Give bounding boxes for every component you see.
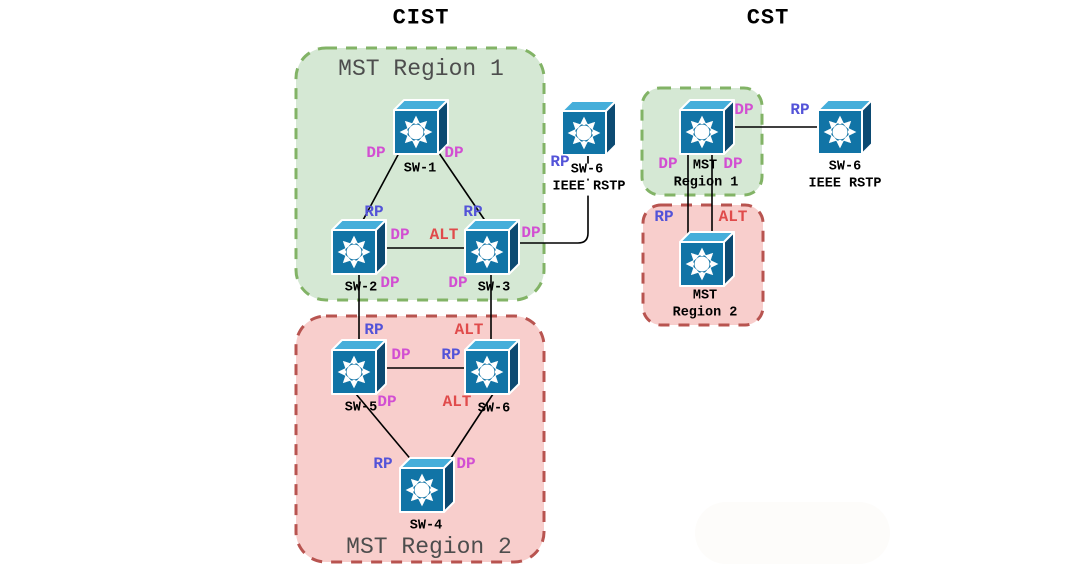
cist-title: CIST: [392, 5, 450, 31]
label-sw6b: SW-6: [477, 401, 511, 417]
watermark: [695, 502, 890, 564]
switch-cst-region1: [678, 99, 736, 155]
port-label-rp-10: RP: [364, 321, 384, 339]
multilayer-switch-icon: [398, 457, 456, 513]
multilayer-switch-icon: [560, 100, 618, 156]
port-label-rp-13: RP: [441, 346, 461, 364]
port-label-rp-2: RP: [364, 203, 384, 221]
port-label-dp-7: DP: [380, 274, 400, 292]
label-sw3: SW-3: [477, 280, 511, 296]
switch-cst-region2: [678, 231, 736, 287]
port-label-dp-21: DP: [723, 155, 743, 173]
port-label-dp-12: DP: [391, 346, 411, 364]
multilayer-switch-icon: [330, 339, 388, 395]
multilayer-switch-icon: [392, 99, 450, 155]
cst-title: CST: [746, 5, 790, 31]
edge-sw1-sw3: [438, 152, 487, 223]
multilayer-switch-icon: [678, 231, 736, 287]
edge-sw3-sw6rstp: [519, 156, 589, 244]
region-label-mst2: MST Region 2: [346, 534, 512, 560]
port-label-rp-19: RP: [790, 101, 810, 119]
switch-cist-sw3: [463, 219, 521, 275]
multilayer-switch-icon: [463, 219, 521, 275]
label-cst-r1-line2: Region 1: [673, 175, 739, 191]
label-sw1: SW-1: [403, 161, 437, 177]
port-label-dp-4: DP: [390, 226, 410, 244]
port-label-dp-17: DP: [456, 455, 476, 473]
switch-cist-sw5: [330, 339, 388, 395]
label-cst-r1-line1: MST: [692, 158, 718, 174]
region-label-mst1: MST Region 1: [338, 56, 504, 82]
port-label-dp-18: DP: [734, 101, 754, 119]
multilayer-switch-icon: [678, 99, 736, 155]
port-label-dp-0: DP: [366, 144, 386, 162]
edge-sw1-sw2: [361, 152, 400, 223]
port-label-dp-14: DP: [377, 393, 397, 411]
switch-cist-sw1: [392, 99, 450, 155]
switch-cst-sw6: [816, 99, 874, 155]
label-cst-r2-line1: MST: [692, 288, 718, 304]
port-label-dp-6: DP: [521, 224, 541, 242]
label-cst-r2-line2: Region 2: [672, 305, 738, 321]
port-label-rp-9: RP: [550, 153, 570, 171]
label-cst-sw6: SW-6: [828, 159, 862, 175]
port-label-alt-15: ALT: [442, 393, 472, 411]
switch-cist-sw4: [398, 457, 456, 513]
switch-cist-sw2: [330, 219, 388, 275]
label-sw5: SW-5: [344, 400, 378, 416]
switch-cist-sw6-rstp: [560, 100, 618, 156]
port-label-rp-3: RP: [463, 203, 483, 221]
port-label-dp-1: DP: [444, 144, 464, 162]
label-sw2: SW-2: [344, 280, 378, 296]
edges-layer: [355, 126, 818, 463]
label-sw4: SW-4: [409, 518, 443, 534]
port-label-dp-20: DP: [658, 155, 678, 173]
multilayer-switch-icon: [816, 99, 874, 155]
edge-sw6b-sw4: [448, 393, 494, 462]
port-label-rp-16: RP: [373, 455, 393, 473]
port-label-alt-11: ALT: [454, 321, 484, 339]
port-label-alt-5: ALT: [429, 226, 459, 244]
edge-sw5-sw4: [355, 393, 414, 463]
multilayer-switch-icon: [330, 219, 388, 275]
port-label-rp-22: RP: [654, 208, 674, 226]
port-label-dp-8: DP: [448, 274, 468, 292]
port-label-alt-23: ALT: [718, 208, 748, 226]
label-cst-sw6-proto: IEEE RSTP: [808, 176, 882, 192]
switch-cist-sw6b: [463, 339, 521, 395]
multilayer-switch-icon: [463, 339, 521, 395]
label-sw6rstp-proto: IEEE RSTP: [550, 179, 628, 196]
label-sw6rstp: SW-6: [568, 162, 606, 179]
